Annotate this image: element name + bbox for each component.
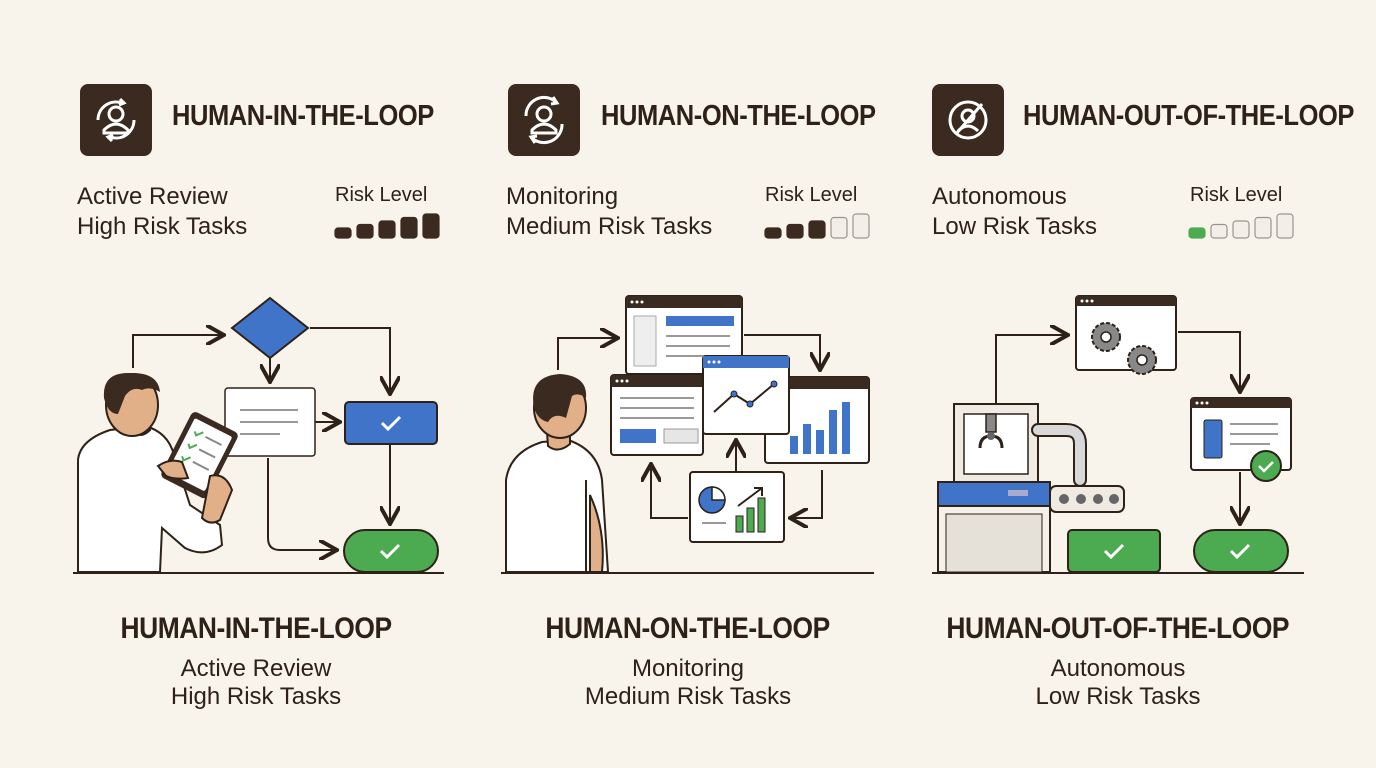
risk-bar-filled — [400, 216, 418, 239]
risk-bar-filled — [808, 220, 826, 239]
footer-title: HUMAN-ON-THE-LOOP — [545, 612, 831, 645]
bar-chart-window — [764, 376, 870, 464]
mode-description: Monitoring — [506, 183, 619, 210]
risk-bar-filled — [764, 227, 782, 239]
monitoring-dashboard-illustration — [498, 280, 878, 580]
footer-title: HUMAN-IN-THE-LOOP — [120, 612, 392, 645]
risk-category: Medium Risk Tasks — [506, 213, 713, 240]
person-with-tablet — [77, 372, 238, 573]
panel-human-on-the-loop: HUMAN-ON-THE-LOOP Monitoring Medium Risk… — [440, 0, 880, 768]
risk-level-meter — [764, 210, 876, 240]
risk-level-meter — [334, 210, 446, 240]
risk-bar-empty — [1254, 216, 1272, 239]
output-window — [1190, 397, 1292, 482]
risk-level-label: Risk Level — [765, 184, 858, 206]
footer-title: HUMAN-OUT-OF-THE-LOOP — [946, 612, 1290, 645]
risk-bar-empty — [852, 213, 870, 239]
risk-bar-filled — [378, 220, 396, 239]
header-title: HUMAN-OUT-OF-THE-LOOP — [1023, 100, 1354, 132]
line-chart-window — [702, 355, 790, 435]
form-window — [610, 374, 704, 456]
footer-risk-category: High Risk Tasks — [170, 683, 342, 710]
robot-machine — [937, 403, 1125, 573]
risk-level-meter — [1188, 210, 1300, 240]
review-step — [344, 401, 438, 445]
person-monitor-icon — [508, 84, 580, 156]
panel-human-in-the-loop: HUMAN-IN-THE-LOOP Active Review High Ris… — [0, 0, 444, 768]
footer-mode-description: Active Review — [180, 655, 332, 682]
gears-window — [1075, 295, 1177, 375]
panel-human-out-of-the-loop: HUMAN-OUT-OF-THE-LOOP Autonomous Low Ris… — [880, 0, 1354, 768]
risk-bar-filled — [786, 223, 804, 239]
mode-description: Active Review — [77, 183, 228, 210]
approval-workflow-illustration — [70, 280, 450, 580]
header-title: HUMAN-ON-THE-LOOP — [601, 100, 876, 132]
risk-bar-empty — [1210, 223, 1228, 239]
completed-step — [1067, 529, 1161, 573]
decision-diamond — [230, 296, 310, 360]
person-crossed-icon — [932, 84, 1004, 156]
person-in-loop-icon — [80, 84, 152, 156]
analytics-card — [689, 471, 785, 543]
automated-process-illustration — [930, 280, 1310, 580]
risk-bar-empty — [1276, 213, 1294, 239]
risk-bar-filled — [334, 227, 352, 239]
footer-risk-category: Medium Risk Tasks — [584, 683, 792, 710]
risk-category: High Risk Tasks — [77, 213, 248, 240]
risk-category: Low Risk Tasks — [932, 213, 1097, 240]
risk-bar-filled — [1188, 227, 1206, 239]
risk-bar-filled — [422, 213, 440, 239]
header-title: HUMAN-IN-THE-LOOP — [172, 100, 434, 132]
footer-risk-category: Low Risk Tasks — [1035, 683, 1201, 710]
risk-bar-empty — [1232, 220, 1250, 239]
mode-description: Autonomous — [932, 183, 1067, 210]
footer-mode-description: Autonomous — [1050, 655, 1186, 682]
risk-bar-empty — [830, 216, 848, 239]
risk-bar-filled — [356, 223, 374, 239]
person-observing — [505, 374, 610, 573]
footer-mode-description: Monitoring — [631, 655, 745, 682]
risk-level-label: Risk Level — [335, 184, 428, 206]
risk-level-label: Risk Level — [1190, 184, 1283, 206]
